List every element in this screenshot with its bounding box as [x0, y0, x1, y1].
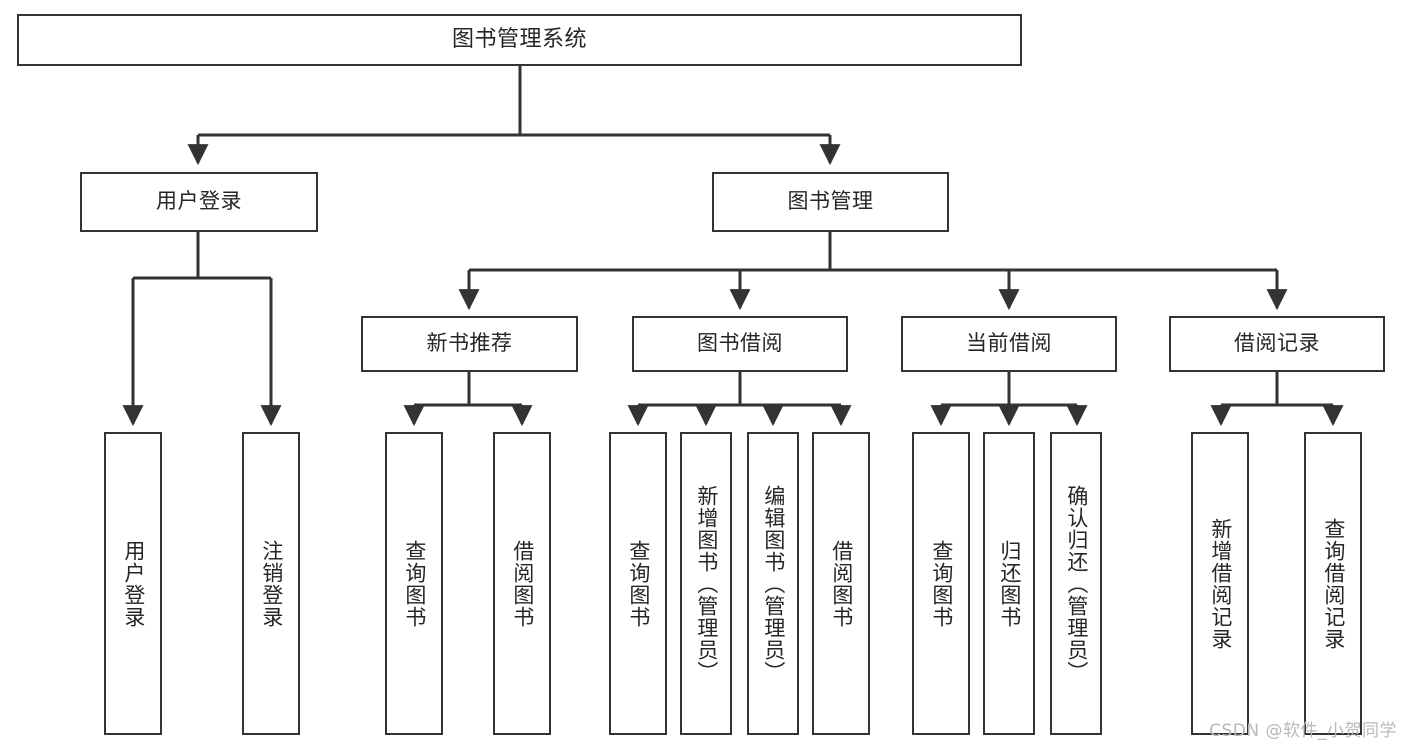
node-root-label: 图书管理系统 [451, 26, 587, 52]
leaf-book-borrow-borrow-book[interactable]: 借阅图书 [812, 432, 870, 735]
node-root-system[interactable]: 图书管理系统 [17, 14, 1022, 66]
leaf-label: 新增借阅记录 [1208, 517, 1233, 650]
node-book-management-label: 图书管理 [787, 189, 874, 214]
leaf-label: 借阅图书 [829, 539, 854, 628]
leaf-label: 借阅图书 [510, 539, 535, 628]
leaf-borrow-record-add-record[interactable]: 新增借阅记录 [1191, 432, 1249, 735]
leaf-new-book-borrow-book[interactable]: 借阅图书 [493, 432, 551, 735]
node-current-borrow-label: 当前借阅 [966, 331, 1052, 356]
node-borrow-record[interactable]: 借阅记录 [1169, 316, 1385, 372]
node-book-borrow-label: 图书借阅 [697, 331, 783, 356]
leaf-label: 归还图书 [997, 539, 1022, 628]
leaf-book-borrow-add-book-admin[interactable]: 新增图书（管理员） [680, 432, 732, 735]
leaf-book-borrow-edit-book-admin[interactable]: 编辑图书（管理员） [747, 432, 799, 735]
leaf-current-borrow-return-book[interactable]: 归还图书 [983, 432, 1035, 735]
leaf-label: 编辑图书（管理员） [761, 484, 786, 683]
node-new-book-recommend-label: 新书推荐 [426, 331, 513, 356]
leaf-label: 查询借阅记录 [1321, 517, 1346, 650]
leaf-label: 确认归还（管理员） [1064, 484, 1089, 683]
leaf-current-borrow-query-book[interactable]: 查询图书 [912, 432, 970, 735]
leaf-label: 用户登录 [121, 539, 146, 628]
node-book-management[interactable]: 图书管理 [712, 172, 949, 232]
node-book-borrow[interactable]: 图书借阅 [632, 316, 848, 372]
leaf-current-borrow-confirm-return-admin[interactable]: 确认归还（管理员） [1050, 432, 1102, 735]
node-borrow-record-label: 借阅记录 [1234, 331, 1320, 356]
leaf-new-book-query-book[interactable]: 查询图书 [385, 432, 443, 735]
node-user-login-label: 用户登录 [156, 189, 242, 214]
leaf-book-borrow-query-book[interactable]: 查询图书 [609, 432, 667, 735]
leaf-label: 查询图书 [626, 539, 651, 628]
leaf-borrow-record-query-record[interactable]: 查询借阅记录 [1304, 432, 1362, 735]
csdn-watermark: CSDN @软件_小贺同学 [1209, 721, 1397, 741]
leaf-label: 新增图书（管理员） [694, 484, 719, 683]
leaf-label: 查询图书 [402, 539, 427, 628]
leaf-user-login-login[interactable]: 用户登录 [104, 432, 162, 735]
node-new-book-recommend[interactable]: 新书推荐 [361, 316, 578, 372]
leaf-label: 查询图书 [929, 539, 954, 628]
leaf-user-login-logout[interactable]: 注销登录 [242, 432, 300, 735]
node-current-borrow[interactable]: 当前借阅 [901, 316, 1117, 372]
leaf-label: 注销登录 [259, 539, 284, 628]
node-user-login[interactable]: 用户登录 [80, 172, 318, 232]
